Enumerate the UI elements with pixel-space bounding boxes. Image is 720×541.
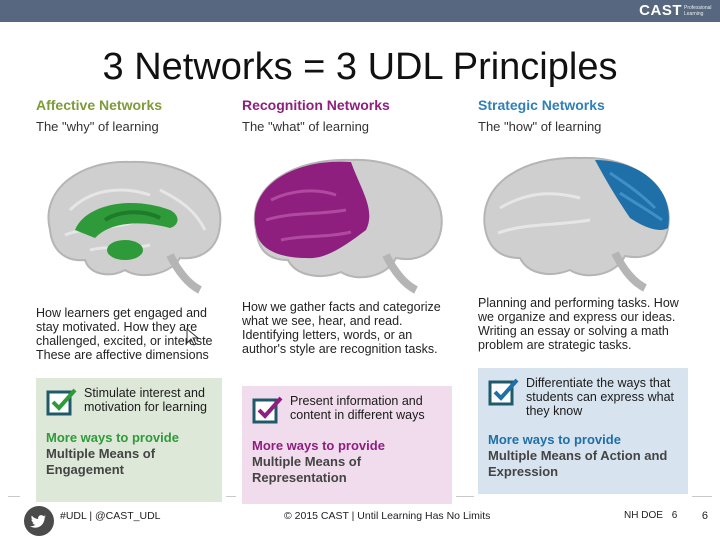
footer-divider [692, 496, 712, 497]
recognition-means: Multiple Means of Representation [252, 454, 362, 485]
recognition-more-ways: More ways to provide [252, 438, 385, 453]
strategic-description: Planning and performing tasks. How we or… [478, 296, 679, 352]
strategic-column-header: Strategic Networks The "how" of learning [478, 96, 688, 135]
affective-description: How learners get engaged and stay motiva… [36, 306, 213, 362]
footer-org-name: NH DOE [624, 510, 663, 521]
recognition-column-header: Recognition Networks The "what" of learn… [242, 96, 452, 135]
top-bar: CAST Professional Learning [0, 0, 720, 22]
strategic-brain-image [483, 156, 670, 292]
checkbox-check-icon [252, 396, 283, 424]
strategic-box-text: Differentiate the ways that students can… [526, 376, 674, 418]
affective-brain-image [47, 160, 222, 294]
affective-more-ways: More ways to provide [46, 430, 179, 445]
affective-heading: Affective Networks [36, 97, 163, 113]
cast-logo-word: CAST [639, 2, 682, 19]
recognition-brain-image [253, 158, 443, 294]
footer-hashtag: #UDL | @CAST_UDL [60, 510, 161, 522]
recognition-subheading: The "what" of learning [242, 119, 370, 134]
recognition-description: How we gather facts and categorize what … [242, 300, 441, 356]
checkbox-check-icon [46, 388, 77, 416]
cast-logo: CAST Professional Learning [639, 2, 712, 19]
cast-logo-subtitle: Professional Learning [684, 4, 712, 17]
affective-principle-box: Stimulate interest and motivation for le… [36, 378, 222, 502]
footer-org: NH DOE 6 [624, 510, 677, 521]
footer-divider [226, 496, 236, 497]
affective-subheading: The "why" of learning [36, 119, 159, 134]
affective-column-header: Affective Networks The "why" of learning [36, 96, 246, 135]
strategic-principle-box: Differentiate the ways that students can… [478, 368, 688, 494]
footer-divider [456, 496, 474, 497]
twitter-icon [24, 506, 54, 536]
footer-org-page: 6 [671, 510, 678, 521]
page-number: 6 [701, 510, 708, 522]
footer-divider [8, 496, 20, 497]
slide-title: 3 Networks = 3 UDL Principles [102, 46, 618, 88]
mouse-cursor-icon [186, 328, 200, 346]
recognition-heading: Recognition Networks [242, 97, 390, 113]
recognition-box-text: Present information and content in diffe… [290, 394, 425, 422]
footer-copyright: © 2015 CAST | Until Learning Has No Limi… [284, 510, 491, 522]
strategic-means: Multiple Means of Action and Expression [488, 448, 668, 479]
affective-means: Multiple Means of Engagement [46, 446, 156, 477]
recognition-principle-box: Present information and content in diffe… [242, 386, 452, 504]
strategic-more-ways: More ways to provide [488, 432, 621, 447]
affective-box-text: Stimulate interest and motivation for le… [84, 386, 207, 414]
checkbox-check-icon [488, 378, 519, 406]
strategic-subheading: The "how" of learning [478, 119, 602, 134]
strategic-heading: Strategic Networks [478, 97, 605, 113]
